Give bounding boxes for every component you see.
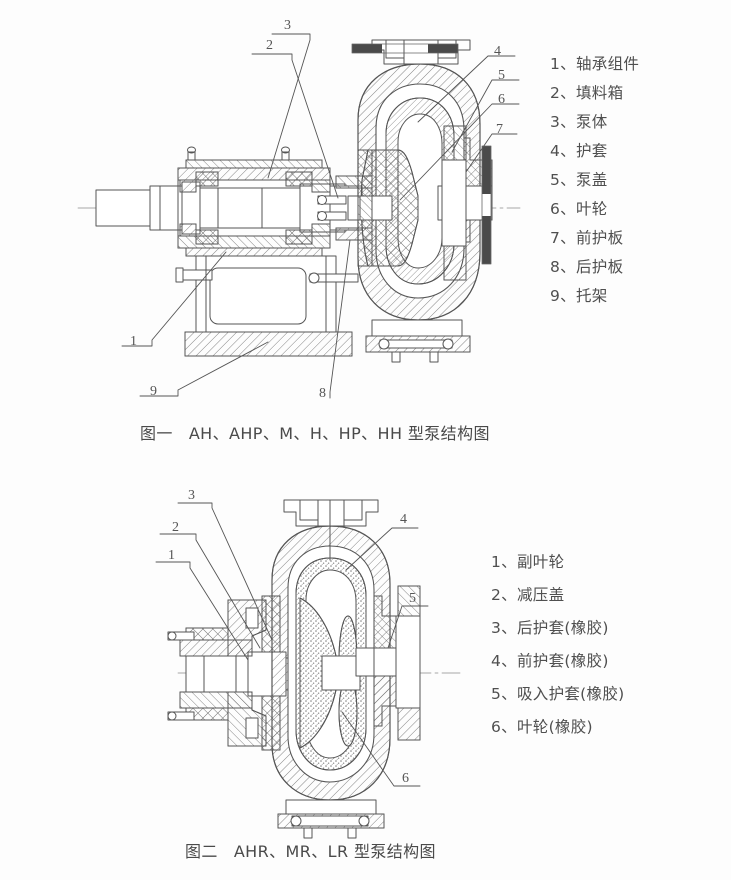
legend-num: 4 bbox=[491, 652, 502, 670]
legend-sep: 、 bbox=[560, 113, 576, 131]
figure1-technical-drawing bbox=[0, 0, 731, 440]
fig1-callout-2: 2 bbox=[266, 38, 273, 53]
legend-sep: 、 bbox=[501, 718, 517, 736]
legend-num: 6 bbox=[550, 200, 561, 218]
fig1-suction-gasket bbox=[482, 146, 491, 264]
legend-num: 4 bbox=[550, 142, 561, 160]
fig1-discharge-gasket bbox=[352, 44, 458, 53]
legend-text: 后护套(橡胶) bbox=[516, 619, 609, 637]
legend-text: 吸入护套(橡胶) bbox=[516, 685, 625, 703]
fig1-callout-1: 1 bbox=[130, 334, 137, 349]
figure2-legend: 1、副叶轮 2、减压盖 3、后护套(橡胶) 4、前护套(橡胶) 5、吸入护套(橡… bbox=[491, 546, 624, 744]
legend-text: 叶轮(橡胶) bbox=[516, 718, 593, 736]
legend-item: 2、填料箱 bbox=[550, 79, 639, 108]
fig1-callout-8: 8 bbox=[319, 386, 326, 401]
legend-num: 3 bbox=[550, 113, 561, 131]
legend-text: 泵盖 bbox=[575, 171, 608, 189]
fig2-callout-6: 6 bbox=[402, 771, 409, 786]
fig2-callout-2: 2 bbox=[172, 520, 179, 535]
figure2-caption: 图二 AHR、MR、LR 型泵结构图 bbox=[185, 838, 436, 862]
fig1-callout-6: 6 bbox=[498, 92, 505, 107]
fig1-front-liner-plate bbox=[438, 126, 492, 280]
legend-item: 4、护套 bbox=[550, 137, 639, 166]
legend-num: 1 bbox=[550, 55, 561, 73]
legend-num: 8 bbox=[550, 258, 561, 276]
legend-item: 2、减压盖 bbox=[491, 579, 624, 612]
legend-sep: 、 bbox=[560, 200, 576, 218]
legend-item: 1、轴承组件 bbox=[550, 50, 639, 79]
legend-sep: 、 bbox=[501, 619, 517, 637]
legend-text: 后护板 bbox=[575, 258, 624, 276]
legend-text: 前护板 bbox=[575, 229, 624, 247]
figure1-caption-text: AH、AHP、M、H、HP、HH 型泵结构图 bbox=[188, 424, 490, 443]
legend-item: 3、后护套(橡胶) bbox=[491, 612, 624, 645]
legend-sep: 、 bbox=[560, 258, 576, 276]
legend-num: 3 bbox=[491, 619, 502, 637]
legend-sep: 、 bbox=[560, 287, 576, 305]
legend-sep: 、 bbox=[501, 652, 517, 670]
legend-text: 泵体 bbox=[575, 113, 608, 131]
legend-num: 1 bbox=[491, 553, 502, 571]
fig2-callout-1: 1 bbox=[168, 548, 175, 563]
legend-item: 6、叶轮(橡胶) bbox=[491, 711, 624, 744]
fig2-callout-3: 3 bbox=[188, 488, 195, 503]
legend-text: 前护套(橡胶) bbox=[516, 652, 609, 670]
legend-item: 1、副叶轮 bbox=[491, 546, 624, 579]
legend-num: 6 bbox=[491, 718, 502, 736]
legend-text: 叶轮 bbox=[575, 200, 608, 218]
fig1-callout-7: 7 bbox=[496, 122, 503, 137]
figure1-legend: 1、轴承组件 2、填料箱 3、泵体 4、护套 5、泵盖 6、叶轮 7、前护板 8… bbox=[550, 50, 639, 311]
legend-sep: 、 bbox=[560, 55, 576, 73]
legend-text: 护套 bbox=[575, 142, 608, 160]
legend-sep: 、 bbox=[560, 229, 576, 247]
figure1-caption-label: 图一 bbox=[140, 424, 173, 443]
fig1-callout-9: 9 bbox=[150, 384, 157, 399]
legend-item: 4、前护套(橡胶) bbox=[491, 645, 624, 678]
legend-num: 5 bbox=[491, 685, 502, 703]
fig2-impeller-rubber bbox=[300, 598, 360, 748]
legend-num: 2 bbox=[491, 586, 502, 604]
legend-text: 托架 bbox=[575, 287, 608, 305]
legend-sep: 、 bbox=[560, 171, 576, 189]
legend-sep: 、 bbox=[560, 84, 576, 102]
legend-text: 填料箱 bbox=[575, 84, 624, 102]
legend-num: 5 bbox=[550, 171, 561, 189]
fig1-callout-5: 5 bbox=[498, 68, 505, 83]
fig2-leader-lines bbox=[156, 503, 428, 786]
legend-item: 7、前护板 bbox=[550, 224, 639, 253]
legend-sep: 、 bbox=[501, 586, 517, 604]
legend-num: 2 bbox=[550, 84, 561, 102]
legend-text: 减压盖 bbox=[516, 586, 565, 604]
legend-item: 5、泵盖 bbox=[550, 166, 639, 195]
fig2-casing-base bbox=[278, 800, 384, 838]
legend-item: 5、吸入护套(橡胶) bbox=[491, 678, 624, 711]
legend-text: 副叶轮 bbox=[516, 553, 565, 571]
fig1-leader-lines bbox=[122, 34, 519, 398]
legend-sep: 、 bbox=[501, 685, 517, 703]
legend-sep: 、 bbox=[560, 142, 576, 160]
figure2-caption-label: 图二 bbox=[185, 842, 218, 861]
fig2-discharge-flange bbox=[284, 500, 378, 560]
fig1-callout-3: 3 bbox=[284, 18, 291, 33]
legend-num: 7 bbox=[550, 229, 561, 247]
fig1-bracket bbox=[176, 256, 358, 356]
figure2-caption-text: AHR、MR、LR 型泵结构图 bbox=[233, 842, 436, 861]
legend-item: 8、后护板 bbox=[550, 253, 639, 282]
legend-item: 3、泵体 bbox=[550, 108, 639, 137]
legend-text: 轴承组件 bbox=[575, 55, 640, 73]
figure1-caption: 图一 AH、AHP、M、H、HP、HH 型泵结构图 bbox=[140, 420, 490, 444]
fig1-bearing-assembly bbox=[178, 147, 330, 256]
legend-sep: 、 bbox=[501, 553, 517, 571]
fig2-callout-5: 5 bbox=[409, 591, 416, 606]
fig2-suction-liner bbox=[356, 586, 420, 740]
legend-num: 9 bbox=[550, 287, 561, 305]
fig1-callout-4: 4 bbox=[494, 44, 501, 59]
fig2-callout-4: 4 bbox=[400, 512, 407, 527]
legend-item: 6、叶轮 bbox=[550, 195, 639, 224]
fig1-casing-base bbox=[366, 320, 470, 362]
fig1-back-liner-plate bbox=[358, 150, 372, 266]
legend-item: 9、托架 bbox=[550, 282, 639, 311]
